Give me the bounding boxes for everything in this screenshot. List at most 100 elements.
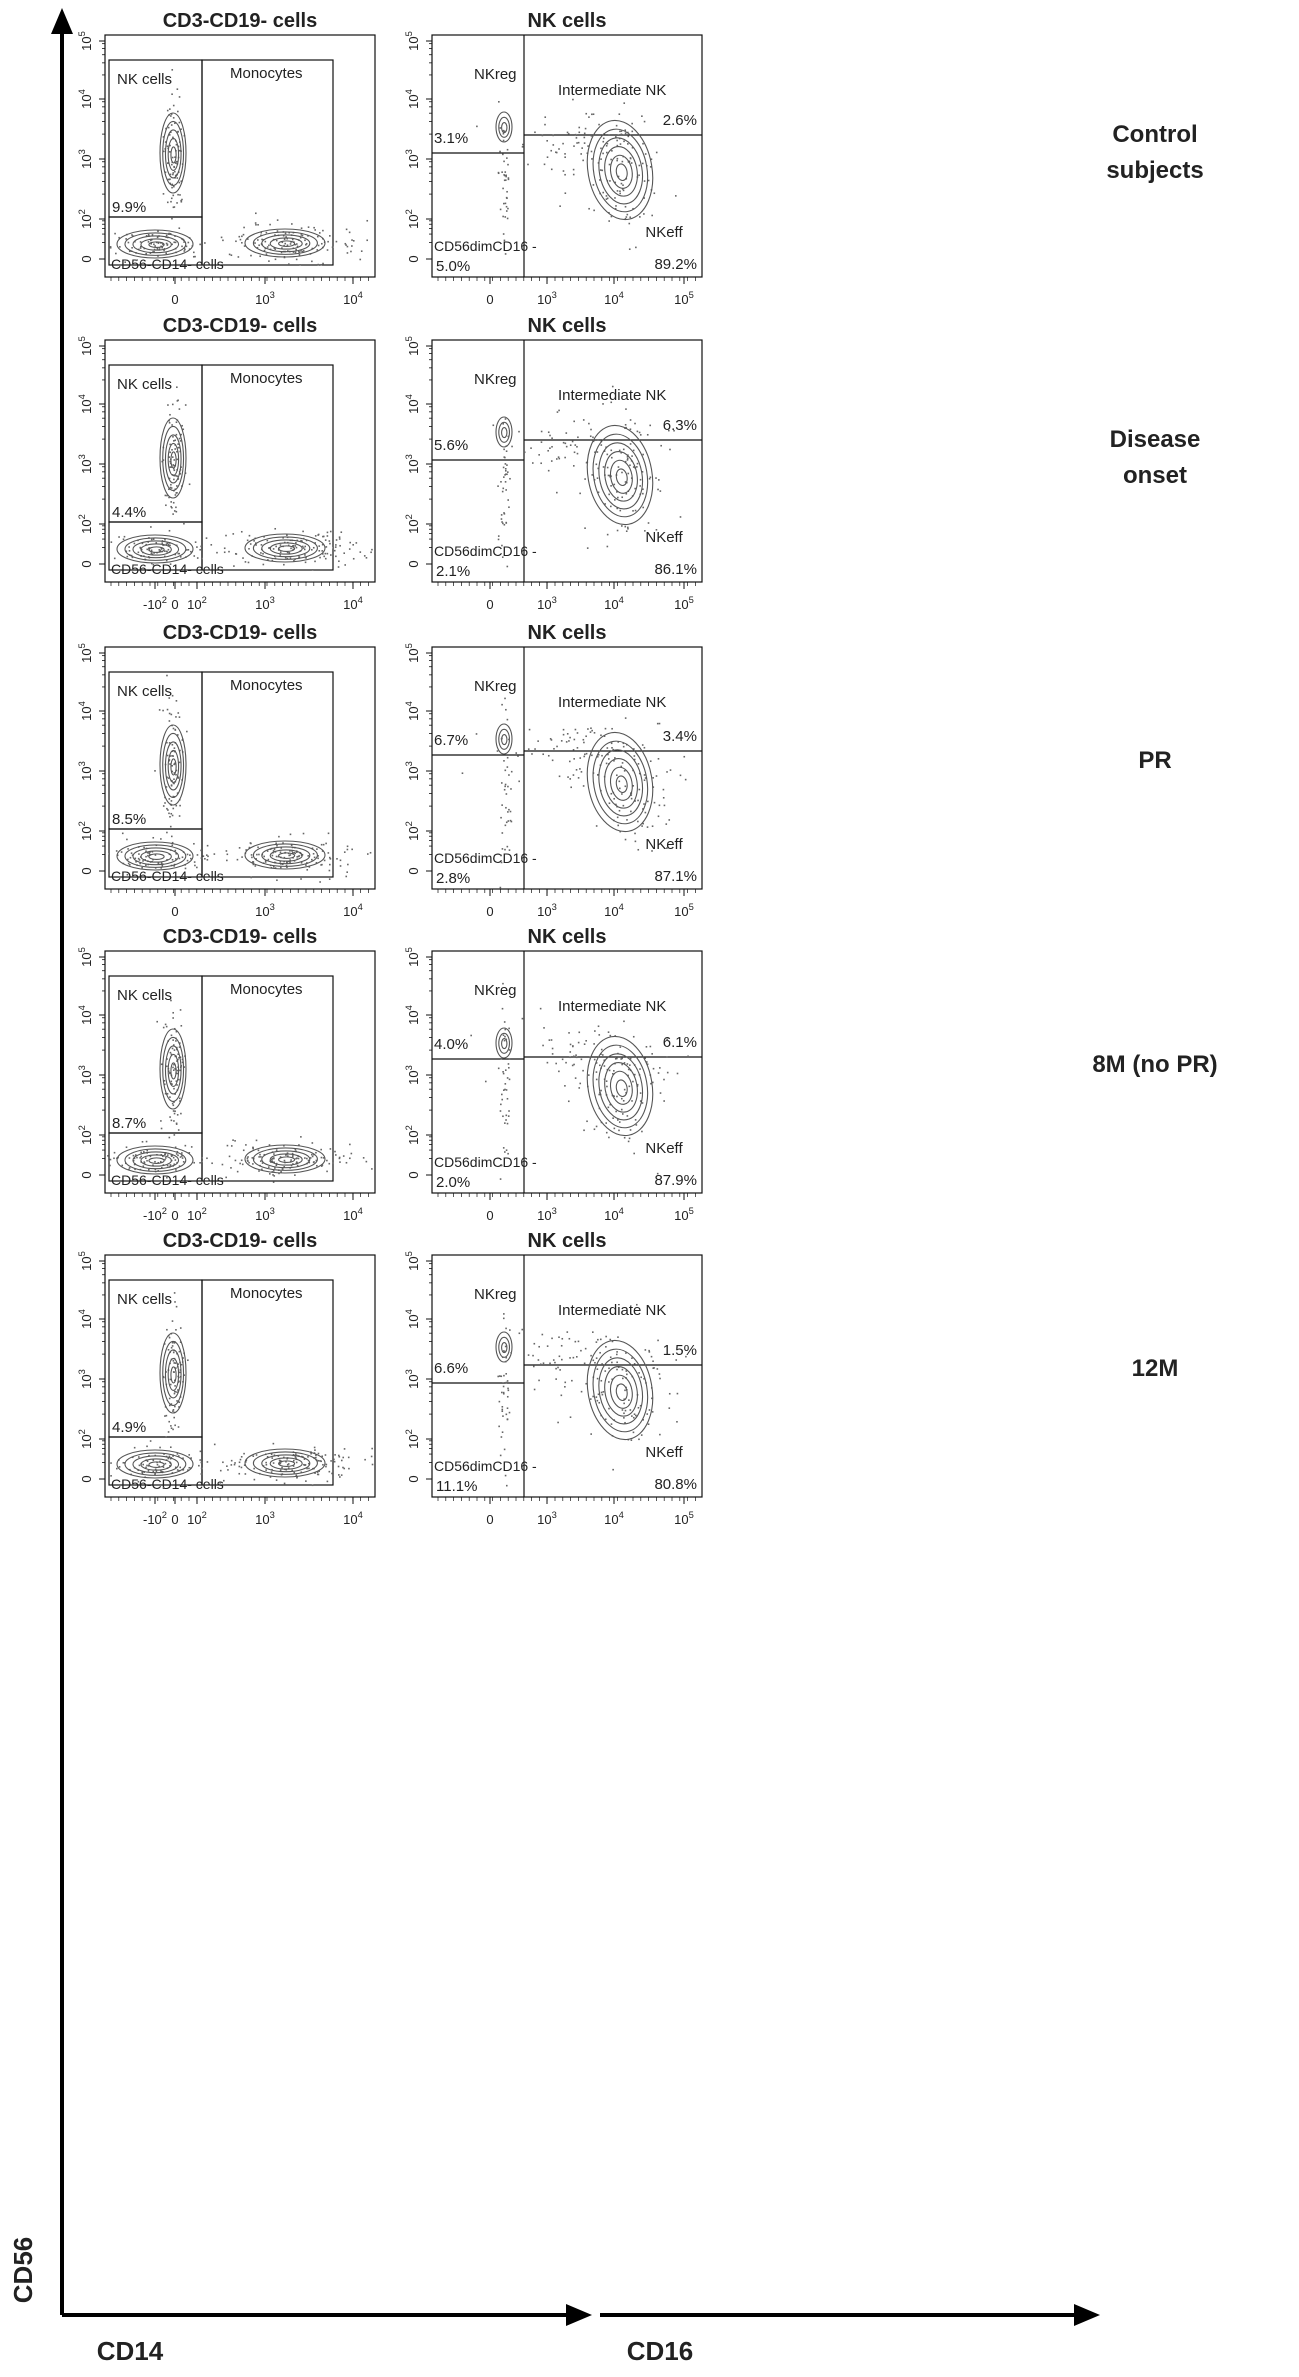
event-dot xyxy=(169,1383,172,1386)
event-dot xyxy=(116,854,119,857)
event-dot xyxy=(647,522,650,524)
gate-label: Monocytes xyxy=(230,65,303,82)
tick-label: 104 xyxy=(77,89,94,109)
event-dot xyxy=(119,246,121,248)
event-dot xyxy=(610,485,612,487)
event-dot xyxy=(632,207,634,210)
event-dot xyxy=(522,143,524,146)
event-dot xyxy=(322,535,324,538)
event-dot xyxy=(230,1167,232,1169)
event-dot xyxy=(149,252,152,254)
event-dot xyxy=(283,1159,286,1162)
event-dot xyxy=(507,178,510,181)
event-dot xyxy=(174,553,177,556)
event-dot xyxy=(503,512,505,514)
event-dot xyxy=(606,1085,608,1088)
event-dot xyxy=(257,223,259,226)
event-dot xyxy=(139,862,141,865)
event-dot xyxy=(295,851,298,853)
event-dot xyxy=(213,1443,216,1446)
event-dot xyxy=(658,804,661,807)
tick-label-text: 103 xyxy=(537,1206,557,1223)
event-dot xyxy=(284,232,287,235)
event-dot xyxy=(271,854,274,857)
plot-title: CD3-CD19- cells xyxy=(163,10,318,32)
gate-label: NK cells xyxy=(117,1291,172,1308)
tick-label: 102 xyxy=(404,514,421,534)
event-dot xyxy=(321,850,324,852)
monocytes-population-contour xyxy=(261,1150,311,1169)
event-dot xyxy=(294,1174,296,1176)
event-dot xyxy=(620,1097,623,1100)
event-dot xyxy=(244,1473,247,1475)
event-dot xyxy=(317,1459,320,1462)
event-dot xyxy=(571,1064,574,1067)
event-dot xyxy=(539,1363,542,1366)
event-dot xyxy=(564,456,566,459)
event-dot xyxy=(160,867,162,869)
event-dot xyxy=(173,1101,175,1103)
event-dot xyxy=(613,797,615,800)
event-dot xyxy=(507,435,510,438)
event-dot xyxy=(169,1457,172,1460)
event-dot xyxy=(295,1457,297,1459)
gate-monocytes xyxy=(201,364,334,571)
event-dot xyxy=(576,142,578,144)
gate-label: NKreg xyxy=(474,678,517,695)
tick-label: 102 xyxy=(77,821,94,841)
event-dot xyxy=(599,1338,602,1341)
event-dot xyxy=(620,765,623,768)
event-dot xyxy=(171,1341,174,1344)
event-dot xyxy=(626,213,629,216)
event-dot xyxy=(266,850,269,852)
row-label: onset xyxy=(1123,462,1187,489)
event-dot xyxy=(323,859,326,862)
event-dot xyxy=(484,1080,487,1083)
event-dot xyxy=(608,1069,611,1072)
event-dot xyxy=(508,808,510,811)
nkreg-population-contour xyxy=(501,1038,508,1050)
event-dot xyxy=(220,236,223,239)
event-dot xyxy=(621,525,623,527)
event-dot xyxy=(470,1034,472,1037)
event-dot xyxy=(540,462,542,465)
event-dot xyxy=(311,1142,314,1144)
event-dot xyxy=(241,856,243,858)
event-dot xyxy=(256,246,259,249)
event-dot xyxy=(188,1454,191,1456)
event-dot xyxy=(288,263,290,265)
event-dot xyxy=(176,400,179,402)
event-dot xyxy=(175,773,177,776)
event-dot xyxy=(657,488,659,491)
event-dot xyxy=(178,1406,180,1408)
nkreg-population xyxy=(495,1027,513,1059)
event-dot xyxy=(288,231,291,234)
tick-label: 105 xyxy=(404,31,421,51)
event-dot xyxy=(646,433,649,436)
event-dot xyxy=(283,244,285,247)
event-dot xyxy=(608,211,610,214)
event-dot xyxy=(618,809,621,812)
double-negative-population-contour xyxy=(140,1154,172,1167)
event-dot xyxy=(241,235,243,238)
double-negative-population-contour xyxy=(132,1455,180,1474)
tick-label-text: 102 xyxy=(187,1510,207,1527)
event-dot xyxy=(177,1426,180,1428)
event-dot xyxy=(147,541,150,543)
event-dot xyxy=(621,188,624,190)
event-dot xyxy=(294,1456,297,1458)
event-dot xyxy=(663,1100,665,1102)
event-dot xyxy=(599,179,601,181)
event-dot xyxy=(632,785,635,787)
tick-label: 0 xyxy=(79,255,94,262)
event-dot xyxy=(344,242,347,245)
event-dot xyxy=(255,1139,258,1142)
event-dot xyxy=(176,1060,178,1062)
event-dot xyxy=(244,561,247,563)
gate-percent: 6.3% xyxy=(663,417,697,434)
tick-label: 103 xyxy=(404,149,421,169)
event-dot xyxy=(505,1089,508,1091)
monocytes-population xyxy=(244,1144,326,1174)
event-dot xyxy=(168,496,170,499)
event-dot xyxy=(179,440,182,442)
